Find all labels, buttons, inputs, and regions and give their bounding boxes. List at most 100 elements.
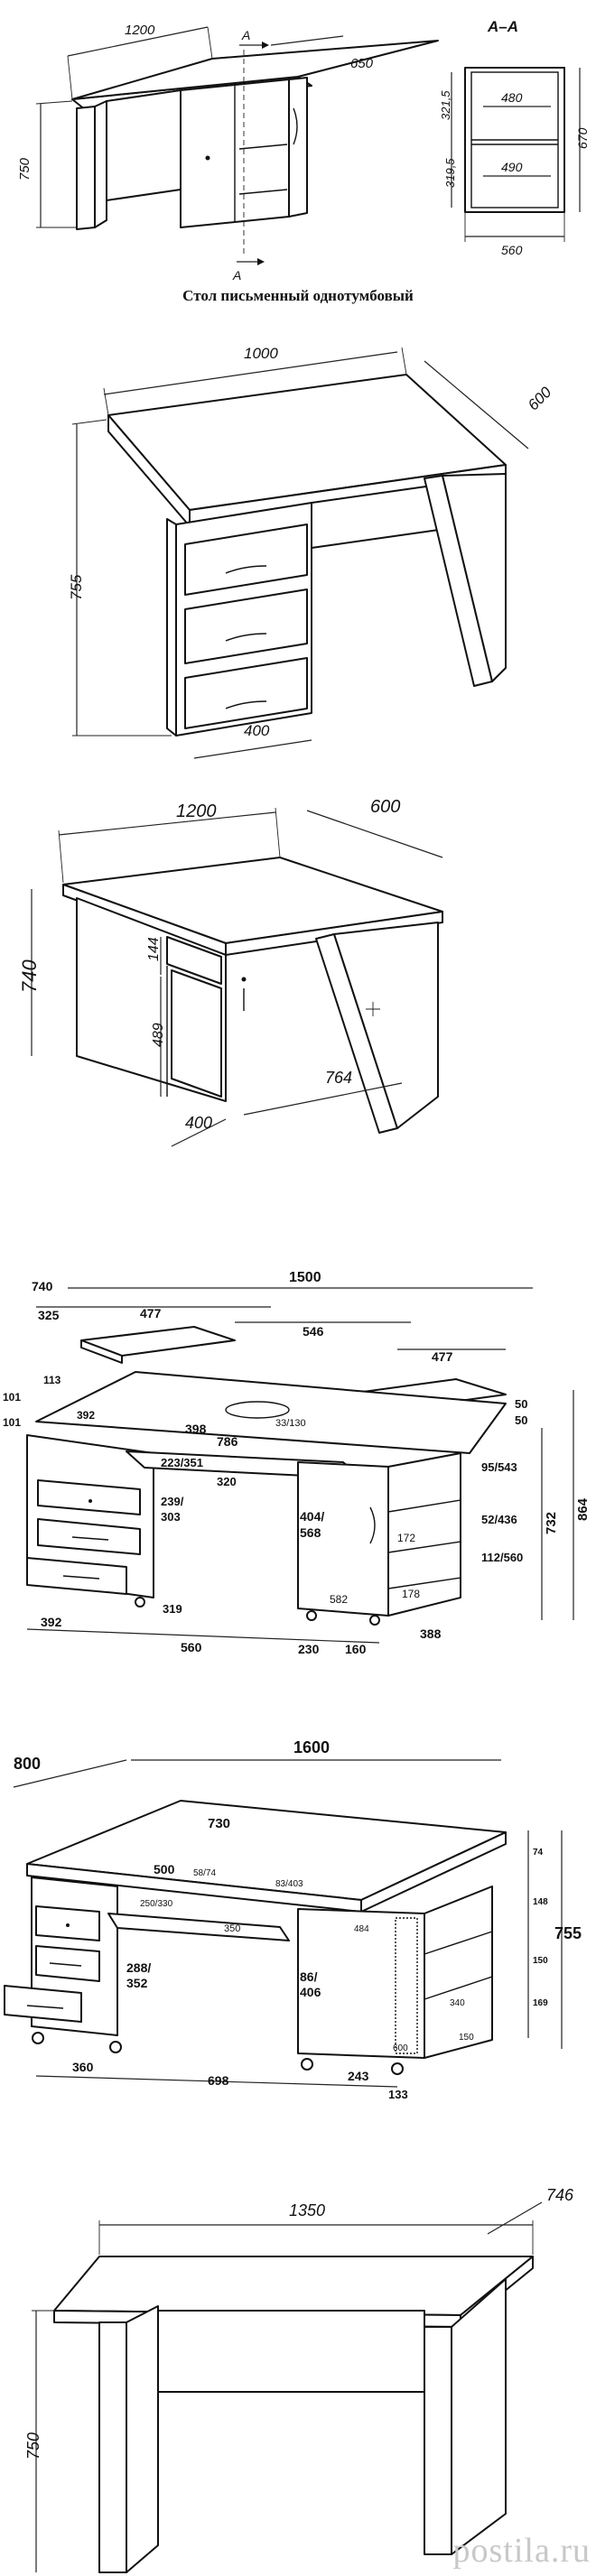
dim-392-top: 392 <box>77 1409 95 1422</box>
dim-303: 303 <box>161 1510 181 1524</box>
dim-112-560: 112/560 <box>481 1551 523 1564</box>
dim-width: 1600 <box>293 1738 330 1756</box>
dim-leg-space: 764 <box>325 1069 352 1087</box>
dim-786: 786 <box>217 1434 238 1449</box>
dim-width: 1200 <box>176 802 217 821</box>
dim-352: 352 <box>126 1976 148 1990</box>
dim-width: 1200 <box>125 23 155 38</box>
dim-582: 582 <box>330 1593 348 1606</box>
panel-one-pedestal-desk: 1200 650 750 A A A–A 480 490 321,5 319,5… <box>0 0 596 307</box>
dim-288: 288/ <box>126 1960 151 1975</box>
dim-52-436: 52/436 <box>481 1513 517 1526</box>
drawer-1-handle <box>225 565 267 574</box>
dim-door: 489 <box>151 1023 166 1047</box>
dim-319: 319 <box>163 1602 182 1616</box>
dim-depth: 650 <box>350 56 374 71</box>
modesty-panel <box>157 2310 425 2393</box>
drawer-3-handle <box>225 700 267 709</box>
caster <box>306 1610 317 1621</box>
drawer-3 <box>184 657 308 729</box>
dim-bottom-243: 243 <box>348 2069 369 2083</box>
drawer-3 <box>26 1557 127 1595</box>
side-shelves <box>387 1452 461 1617</box>
dim-pedestal: 400 <box>185 1114 212 1132</box>
dim-172: 172 <box>397 1532 415 1544</box>
dim-568: 568 <box>300 1525 321 1540</box>
dim-250-330: 250/330 <box>140 1899 173 1909</box>
dim-74: 74 <box>533 1848 544 1858</box>
desk-top <box>53 2256 534 2316</box>
section-inner-width: 560 <box>501 243 523 257</box>
dim-depth: 740 <box>32 1279 53 1293</box>
section-shelf-2: 490 <box>501 160 523 174</box>
watermark: postila.ru <box>452 2532 591 2570</box>
back-panel <box>106 89 182 201</box>
dim-223-351: 223/351 <box>161 1456 203 1469</box>
right-leg <box>424 2326 452 2555</box>
simple-desk-drawing: 1350 746 750 <box>24 2186 574 2573</box>
panel-door-drawer-desk: 1200 600 740 144 489 400 764 <box>0 785 596 1160</box>
section-mark-top: A <box>241 28 250 42</box>
dim-95-543: 95/543 <box>481 1460 517 1474</box>
dim-height: 750 <box>24 2432 42 2460</box>
dim-bottom-360: 360 <box>72 2060 94 2074</box>
dim-600: 600 <box>393 2043 408 2053</box>
panel-computer-desk-1600: 1600 800 730 500 58/74 83/403 250/330 35… <box>0 1670 596 2112</box>
door-handle <box>369 1506 376 1544</box>
dim-730: 730 <box>208 1816 230 1831</box>
section-shelf-1: 480 <box>501 90 523 105</box>
desk-top-surface <box>71 40 439 100</box>
dim-33-130: 33/130 <box>275 1418 306 1429</box>
dim-height: 750 <box>17 157 33 181</box>
section-h2: 319,5 <box>443 158 457 188</box>
left-leg <box>98 2321 127 2573</box>
dim-500: 500 <box>154 1862 175 1876</box>
computer-desk-1600-drawing: 1600 800 730 500 58/74 83/403 250/330 35… <box>4 1738 582 2101</box>
dim-bottom-160: 160 <box>345 1642 367 1656</box>
dim-depth: 800 <box>14 1755 41 1773</box>
dim-depth: 600 <box>525 384 555 414</box>
dim-depth: 600 <box>370 797 400 817</box>
section-title: A–A <box>487 18 518 35</box>
dim-width: 1000 <box>244 345 278 362</box>
dim-406: 406 <box>300 1985 321 1999</box>
dim-bottom-388: 388 <box>420 1626 442 1641</box>
drawer-2 <box>35 1945 100 1982</box>
dim-bottom-230: 230 <box>298 1642 320 1656</box>
desk-one-pedestal-drawing: 1200 650 750 A A A–A 480 490 321,5 319,5… <box>17 18 590 283</box>
dim-83-403: 83/403 <box>275 1879 303 1889</box>
dim-bottom-133: 133 <box>388 2088 408 2101</box>
dim-239: 239/ <box>161 1495 184 1508</box>
dim-width: 1500 <box>289 1270 321 1285</box>
dim-width: 1350 <box>289 2201 325 2219</box>
section-mark-bottom: A <box>232 268 241 283</box>
dim-drawer: 144 <box>146 937 162 961</box>
door-handle <box>293 107 298 145</box>
dim-477-left: 477 <box>140 1306 162 1320</box>
drawer-1 <box>184 524 308 596</box>
dim-178: 178 <box>402 1588 420 1600</box>
left-leg <box>76 106 96 230</box>
caster <box>301 2058 313 2071</box>
section-total-height: 670 <box>575 127 590 149</box>
dim-150-lower: 150 <box>459 2033 474 2043</box>
dim-113: 113 <box>43 1374 61 1386</box>
cable-port <box>225 1401 290 1419</box>
dim-732: 732 <box>544 1512 559 1534</box>
side-shelves <box>424 1886 493 2059</box>
dim-398: 398 <box>185 1422 207 1436</box>
dim-484: 484 <box>354 1924 369 1934</box>
dim-350: 350 <box>224 1923 240 1934</box>
drawer-2 <box>37 1518 141 1555</box>
dim-bottom-560: 560 <box>181 1640 202 1654</box>
dim-148: 148 <box>533 1897 548 1907</box>
dim-depth: 746 <box>546 2186 574 2204</box>
vent-panel <box>395 1917 418 2054</box>
dim-101-a: 101 <box>3 1391 21 1404</box>
panel-three-drawer-desk: 1000 600 755 400 <box>0 311 596 781</box>
dim-bottom-698: 698 <box>208 2073 229 2088</box>
dim-477-right: 477 <box>432 1349 453 1364</box>
caster <box>391 2062 404 2075</box>
section-h1: 321,5 <box>439 90 452 120</box>
dim-pedestal: 400 <box>244 722 270 739</box>
